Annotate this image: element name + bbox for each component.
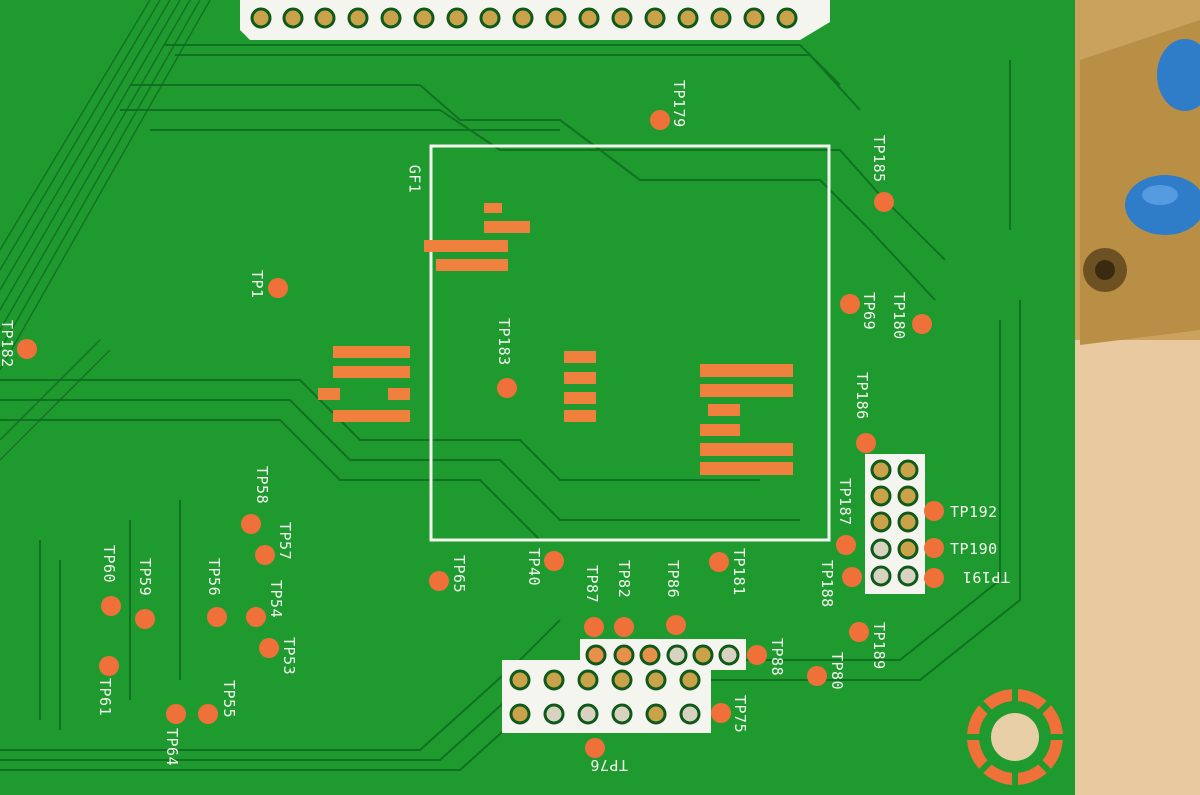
test-point — [711, 703, 731, 723]
test-point — [924, 568, 944, 588]
test-point-label: TP87 — [583, 565, 601, 604]
test-point — [614, 617, 634, 637]
test-point — [709, 552, 729, 572]
test-point — [585, 738, 605, 758]
test-point-label: TP55 — [220, 680, 238, 719]
gf1-label: GF1 — [405, 164, 424, 194]
test-point — [842, 567, 862, 587]
test-point-label: TP192 — [950, 503, 998, 521]
test-point-label: TP180 — [890, 292, 908, 340]
blue-capacitors — [1125, 39, 1200, 235]
test-point-label: TP76 — [589, 756, 628, 774]
test-point — [836, 535, 856, 555]
test-point — [429, 571, 449, 591]
bottom-pin-header — [502, 639, 746, 733]
test-point — [497, 378, 517, 398]
test-point-label: TP179 — [670, 80, 688, 128]
test-point — [255, 545, 275, 565]
test-point-label: TP185 — [870, 135, 888, 183]
test-point — [268, 278, 288, 298]
test-point — [924, 538, 944, 558]
test-point — [849, 622, 869, 642]
test-point-label: TP75 — [731, 695, 749, 734]
test-point — [544, 551, 564, 571]
test-point — [874, 192, 894, 212]
test-point-label: TP183 — [495, 318, 513, 366]
test-point-label: TP58 — [253, 466, 271, 505]
bus-traces — [0, 0, 211, 461]
test-point-label: TP57 — [276, 522, 294, 561]
test-point — [650, 110, 670, 130]
test-point-label: TP80 — [828, 652, 846, 691]
right-pin-header — [865, 454, 925, 594]
test-point-label: TP188 — [818, 560, 836, 608]
smd-pads — [318, 203, 793, 475]
test-point — [207, 607, 227, 627]
test-point-label: TP181 — [730, 548, 748, 596]
test-points — [17, 110, 944, 758]
test-point-label: TP189 — [870, 622, 888, 670]
test-point — [584, 617, 604, 637]
test-point-label: TP59 — [136, 558, 154, 597]
test-point — [856, 433, 876, 453]
test-point — [747, 645, 767, 665]
mounting-hole — [967, 689, 1063, 785]
test-point-label: TP191 — [962, 568, 1010, 586]
test-point — [246, 607, 266, 627]
test-point-label: TP69 — [860, 292, 878, 331]
test-point — [807, 666, 827, 686]
test-point — [259, 638, 279, 658]
test-point-label: TP65 — [450, 555, 468, 594]
test-point — [166, 704, 186, 724]
gf1-component-outline — [429, 144, 831, 542]
test-point — [135, 609, 155, 629]
test-point — [241, 514, 261, 534]
test-point-label: TP61 — [96, 678, 114, 717]
test-point-label: TP1 — [248, 270, 266, 299]
test-point — [99, 656, 119, 676]
test-point — [924, 501, 944, 521]
test-point — [101, 596, 121, 616]
test-point-label: TP88 — [768, 638, 786, 677]
test-point-label: TP40 — [525, 548, 543, 587]
test-point-label: TP53 — [280, 637, 298, 676]
test-point — [840, 294, 860, 314]
test-point — [17, 339, 37, 359]
test-point-label: TP60 — [100, 545, 118, 584]
test-point-label: TP82 — [615, 560, 633, 599]
wooden-table — [1075, 0, 1200, 795]
test-point — [912, 314, 932, 334]
test-point-label: TP190 — [950, 540, 998, 558]
test-point-label: TP64 — [163, 728, 181, 767]
test-point-label: TP54 — [267, 580, 285, 619]
test-point-label: TP186 — [853, 372, 871, 420]
pcb-board — [0, 0, 1075, 790]
test-point-label: TP56 — [205, 558, 223, 597]
test-point — [198, 704, 218, 724]
top-pin-header — [240, 0, 830, 40]
test-point-label: TP182 — [0, 320, 16, 368]
test-point-label: TP86 — [664, 560, 682, 599]
test-point-label: TP187 — [836, 478, 854, 526]
test-point — [666, 615, 686, 635]
